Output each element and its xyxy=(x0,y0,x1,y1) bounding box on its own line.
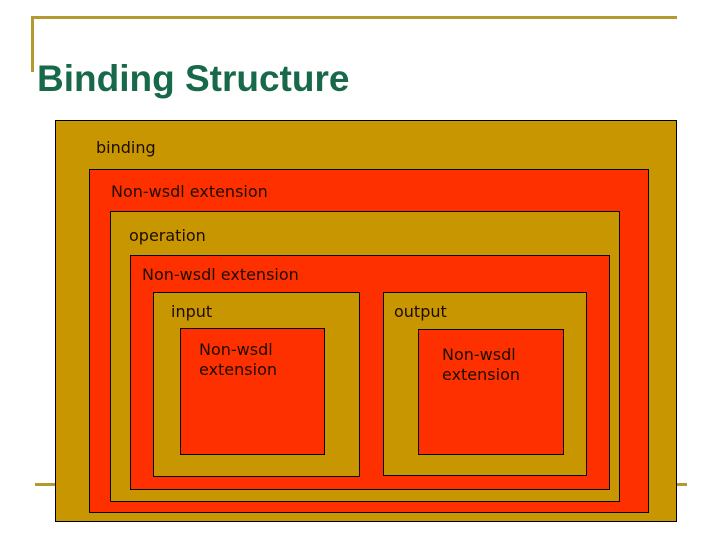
output-label: output xyxy=(394,302,447,321)
input-label: input xyxy=(171,302,213,321)
non-wsdl-extension-outer-box: Non-wsdl extension operation Non-wsdl ex… xyxy=(89,169,649,513)
left-accent-line xyxy=(31,16,34,72)
input-non-wsdl-extension-box: Non-wsdl extension xyxy=(180,328,325,455)
output-non-wsdl-extension-label: Non-wsdl extension xyxy=(442,345,520,384)
output-non-wsdl-extension-box: Non-wsdl extension xyxy=(418,329,564,455)
non-wsdl-extension-inner-box: Non-wsdl extension input Non-wsdl extens… xyxy=(130,255,610,490)
non-wsdl-extension-outer-label: Non-wsdl extension xyxy=(111,182,268,201)
operation-box: operation Non-wsdl extension input Non-w… xyxy=(110,211,620,502)
operation-label: operation xyxy=(129,226,206,245)
output-box: output Non-wsdl extension xyxy=(383,292,587,476)
binding-box: binding Non-wsdl extension operation Non… xyxy=(55,120,677,522)
input-box: input Non-wsdl extension xyxy=(153,292,360,477)
binding-label: binding xyxy=(96,138,156,157)
top-accent-line xyxy=(31,16,677,19)
input-non-wsdl-extension-label: Non-wsdl extension xyxy=(199,340,277,379)
page-title: Binding Structure xyxy=(37,57,350,99)
non-wsdl-extension-inner-label: Non-wsdl extension xyxy=(142,265,299,284)
